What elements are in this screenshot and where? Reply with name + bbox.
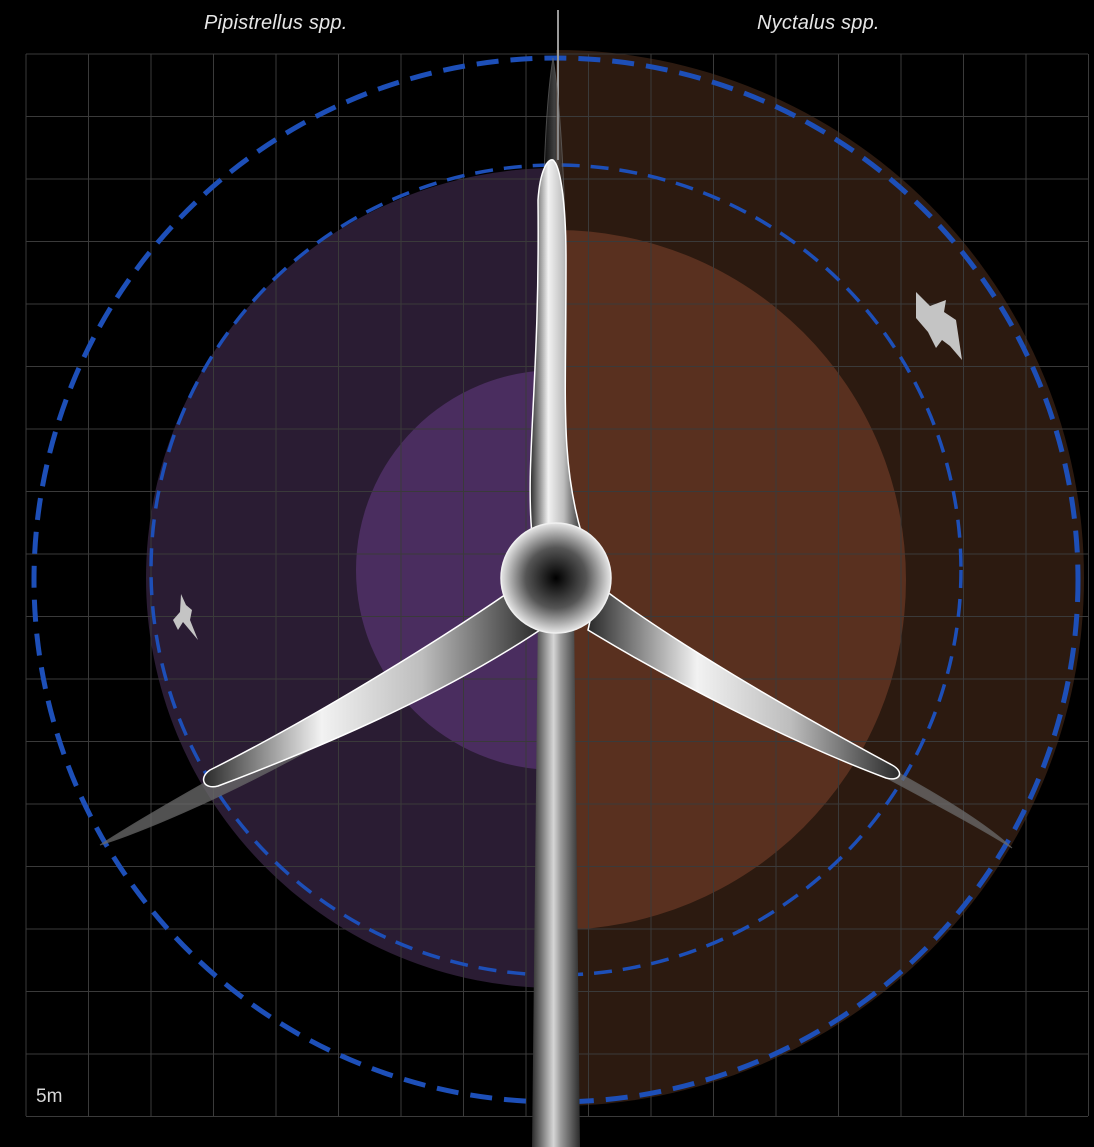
inner-rotor-sweep-ring <box>149 163 963 977</box>
blade-left <box>202 588 542 788</box>
bat-icon <box>916 292 962 360</box>
species-label-pipistrellus: Pipistrellus spp. <box>204 12 348 34</box>
right-species-zones <box>556 50 1084 1106</box>
blade-right <box>587 583 901 780</box>
species-label-nyctalus: Nyctalus spp. <box>757 12 880 34</box>
turbine-blades <box>202 159 901 788</box>
blade-top <box>529 159 584 536</box>
left-species-zones <box>146 168 556 988</box>
bat-icon <box>173 594 198 640</box>
turbine-hub <box>500 522 612 634</box>
right-mid-zone <box>556 230 906 930</box>
left-outer-zone <box>146 168 556 988</box>
grid <box>25 53 1089 1117</box>
scale-label: 5m <box>36 1086 63 1107</box>
turbine-tower <box>532 610 580 1147</box>
